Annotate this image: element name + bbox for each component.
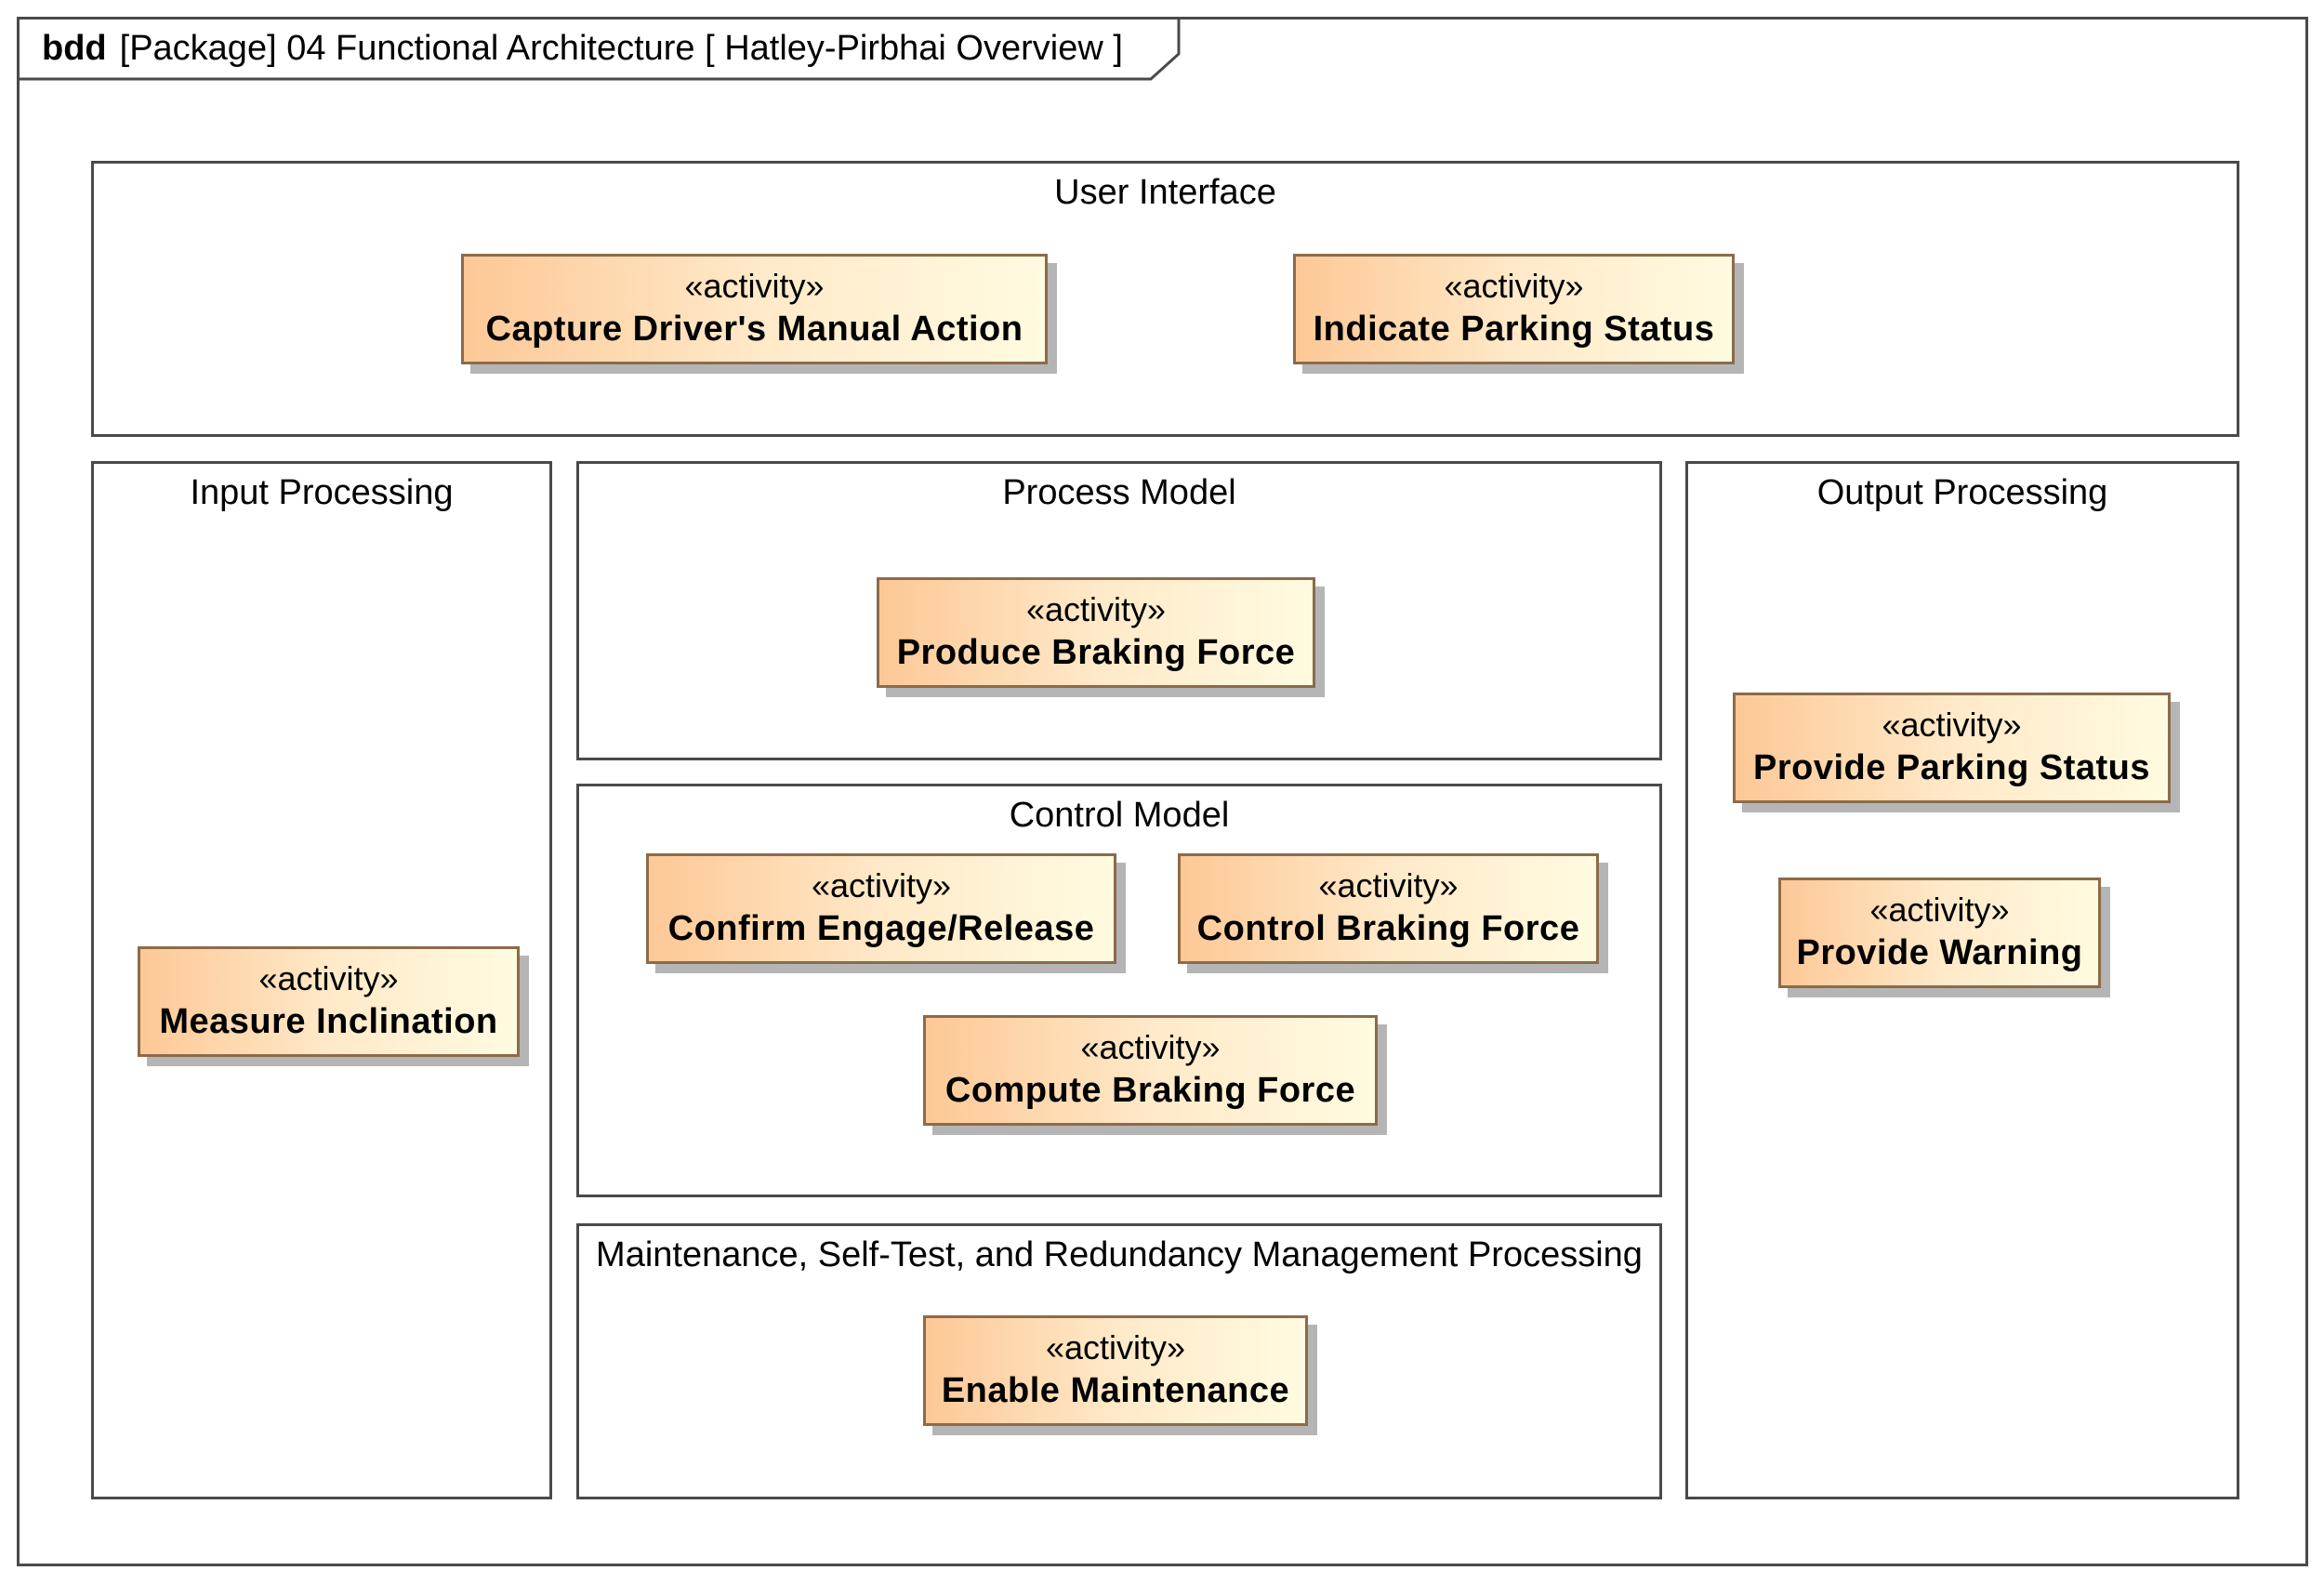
block-name: Produce Braking Force [896, 633, 1296, 672]
region-title: Maintenance, Self-Test, and Redundancy M… [596, 1235, 1643, 1274]
frame-title: [Package] 04 Functional Architecture [ H… [119, 29, 1123, 68]
block-enable-maintenance[interactable]: «activity» Enable Maintenance [923, 1315, 1308, 1426]
block-stereotype: «activity» [811, 866, 952, 904]
block-name: Indicate Parking Status [1313, 310, 1715, 349]
block-stereotype: «activity» [1025, 590, 1167, 628]
frame-header-tab: bdd [Package] 04 Functional Architecture … [20, 20, 1182, 81]
block-provide-parking-status[interactable]: «activity» Provide Parking Status [1733, 693, 2171, 803]
block-name: Confirm Engage/Release [667, 909, 1095, 948]
block-name: Compute Braking Force [944, 1071, 1356, 1110]
region-title: Control Model [1009, 796, 1230, 835]
diagram-frame: bdd [Package] 04 Functional Architecture … [17, 17, 2308, 1566]
block-measure-inclination[interactable]: «activity» Measure Inclination [138, 946, 520, 1057]
region-title: Output Processing [1816, 473, 2108, 512]
region-title: Input Processing [190, 473, 454, 512]
region-title: User Interface [1054, 173, 1276, 212]
block-confirm-engage-release[interactable]: «activity» Confirm Engage/Release [646, 853, 1116, 964]
frame-tab-outline [20, 20, 1181, 81]
block-control-braking-force[interactable]: «activity» Control Braking Force [1178, 853, 1599, 964]
block-name: Capture Driver's Manual Action [485, 310, 1023, 349]
block-stereotype: «activity» [1869, 891, 2010, 929]
block-produce-braking-force[interactable]: «activity» Produce Braking Force [877, 577, 1315, 688]
block-name: Enable Maintenance [941, 1371, 1290, 1410]
region-control-model: Control Model [576, 784, 1662, 1197]
block-indicate-parking-status[interactable]: «activity» Indicate Parking Status [1293, 254, 1735, 364]
block-name: Control Braking Force [1196, 909, 1580, 948]
block-name: Provide Warning [1796, 933, 2083, 972]
region-process-model: Process Model [576, 461, 1662, 760]
block-capture-drivers-manual-action[interactable]: «activity» Capture Driver's Manual Actio… [461, 254, 1048, 364]
block-stereotype: «activity» [1444, 267, 1584, 305]
frame-kind: bdd [42, 29, 107, 68]
block-stereotype: «activity» [1080, 1028, 1221, 1066]
region-user-interface: User Interface [91, 161, 2239, 437]
block-compute-braking-force[interactable]: «activity» Compute Braking Force [923, 1015, 1378, 1126]
block-stereotype: «activity» [1318, 866, 1459, 904]
block-stereotype: «activity» [1882, 706, 2022, 744]
block-name: Measure Inclination [159, 1002, 498, 1041]
block-stereotype: «activity» [684, 267, 825, 305]
block-name: Provide Parking Status [1752, 748, 2150, 787]
region-title: Process Model [1002, 473, 1236, 512]
block-stereotype: «activity» [258, 959, 399, 997]
frame-label: bdd [Package] 04 Functional Architecture … [42, 29, 1123, 69]
block-stereotype: «activity» [1045, 1328, 1186, 1366]
block-provide-warning[interactable]: «activity» Provide Warning [1778, 878, 2101, 988]
